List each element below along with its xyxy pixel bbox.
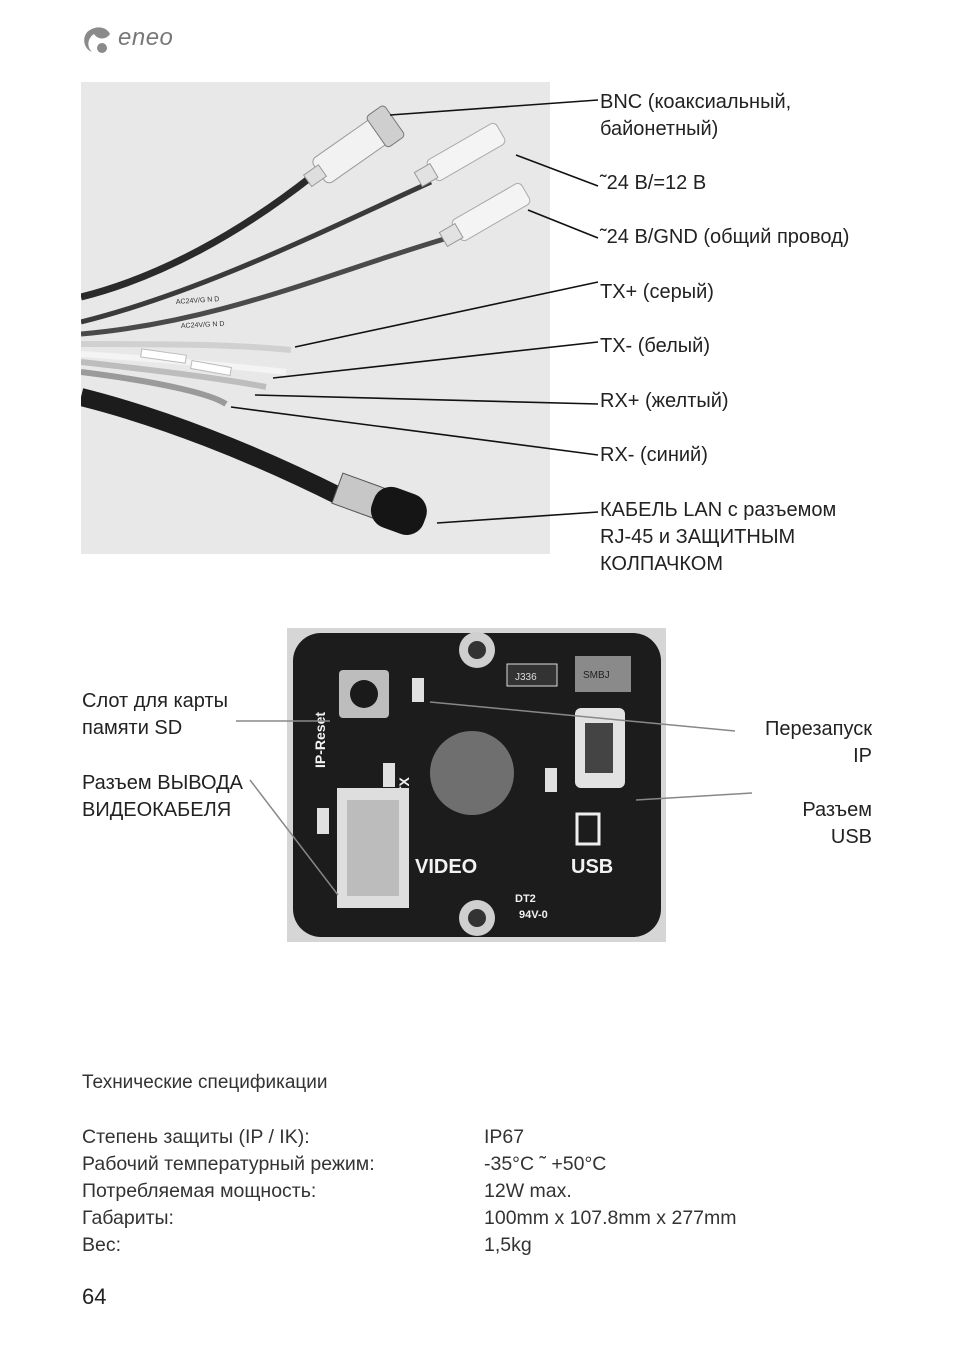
- spec-key: Вес:: [82, 1234, 122, 1256]
- spec-key: Потребляемая мощность:: [82, 1180, 317, 1202]
- label-24v-12v: ˜24 В/=12 В: [600, 172, 707, 194]
- silkscreen-smbj: SMBJ: [583, 670, 610, 681]
- cable-photo-illustration: AC24V/G N D AC24V/G N D: [81, 82, 550, 554]
- silkscreen-j336: J336: [515, 672, 537, 683]
- label-video-out: Разъем ВЫВОДА ВИДЕОКАБЕЛЯ: [82, 772, 243, 821]
- spec-key: Габариты:: [82, 1207, 174, 1229]
- page-number: 64: [82, 1284, 107, 1309]
- label-ip-restart: Перезапуск IP: [765, 718, 872, 767]
- spec-value: 1,5kg: [484, 1234, 532, 1256]
- specs-title: Технические спецификации: [82, 1072, 328, 1093]
- silkscreen-rating: 94V-0: [519, 909, 548, 921]
- silkscreen-video: VIDEO: [415, 856, 477, 878]
- label-24v-gnd: ˜24 В/GND (общий провод): [600, 226, 850, 248]
- label-tx-minus: TX- (белый): [600, 335, 710, 357]
- spec-value: 100mm x 107.8mm x 277mm: [484, 1207, 737, 1229]
- eneo-logo-icon: [84, 27, 110, 53]
- label-sd-slot: Слот для карты памяти SD: [82, 690, 228, 739]
- spec-key: Степень защиты (IP / IK):: [82, 1126, 310, 1148]
- spec-value: -35°C ˜ +50°C: [484, 1153, 607, 1175]
- silkscreen-ip-reset: IP-Reset: [312, 712, 328, 768]
- silkscreen-usb: USB: [571, 856, 613, 878]
- board-photo-illustration: IP-Reset IP-RTX SMBJ J336 USB VIDEO DT2 …: [287, 628, 666, 942]
- label-rx-minus: RX- (синий): [600, 444, 708, 466]
- label-bnc: BNC (коаксиальный, байонетный): [600, 91, 792, 140]
- board-photo: IP-Reset IP-RTX SMBJ J336 USB VIDEO DT2 …: [287, 628, 666, 942]
- cable-photo: AC24V/G N D AC24V/G N D: [81, 82, 550, 554]
- spec-key: Рабочий температурный режим:: [82, 1153, 375, 1175]
- spec-value: 12W max.: [484, 1180, 572, 1202]
- cable-print-2: AC24V/G N D: [181, 321, 225, 330]
- label-lan-cable: КАБЕЛЬ LAN с разъемом RJ-45 и ЗАЩИТНЫМ К…: [600, 499, 837, 575]
- label-usb: Разъем USB: [802, 799, 872, 848]
- spec-value: IP67: [484, 1126, 525, 1148]
- label-rx-plus: RX+ (желтый): [600, 390, 729, 412]
- silkscreen-ul: DT2: [515, 893, 536, 905]
- cable-print-1: AC24V/G N D: [176, 296, 220, 306]
- label-tx-plus: TX+ (серый): [600, 281, 714, 303]
- brand-logo-text: eneo: [118, 24, 174, 51]
